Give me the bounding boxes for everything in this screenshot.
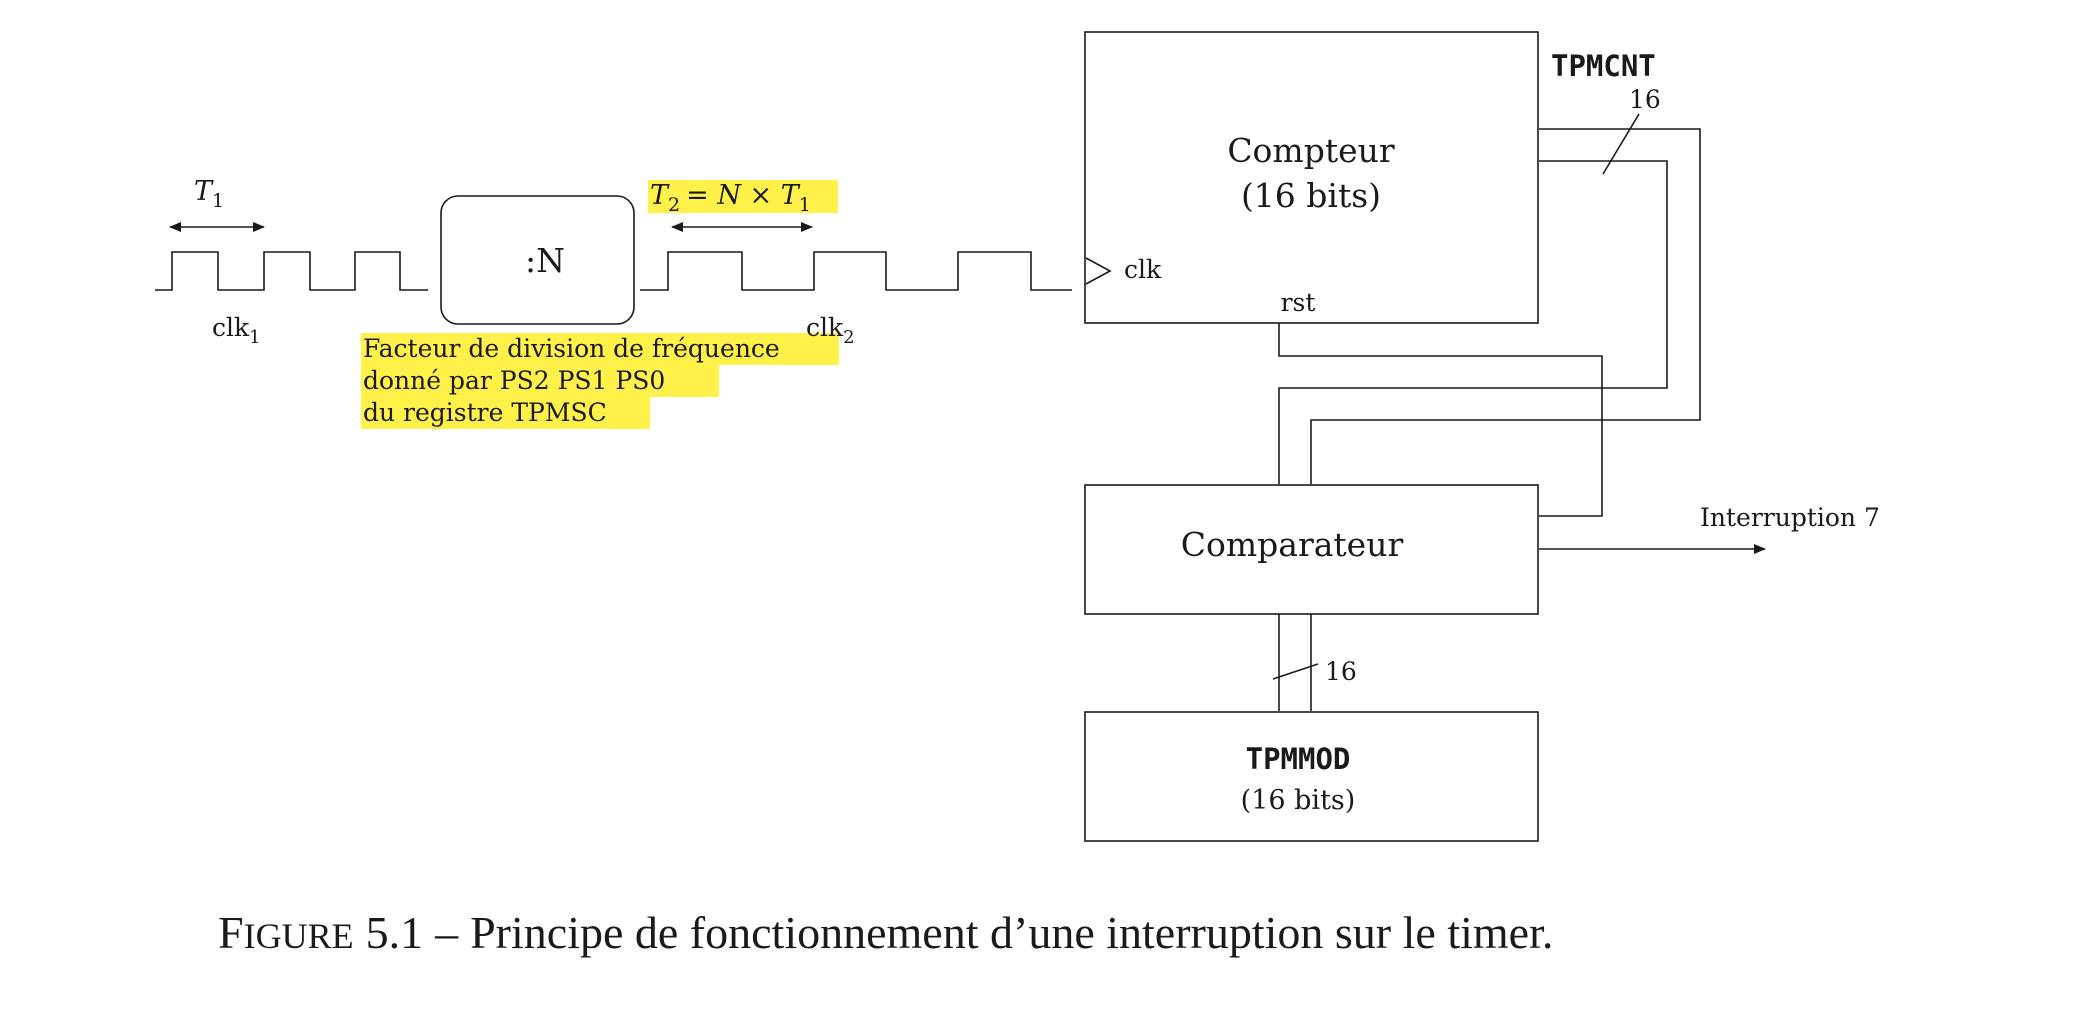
counter-bus-width-slash — [1602, 113, 1640, 175]
caption-prefix-initial: F — [218, 907, 244, 958]
counter-clk-pin-label: clk — [1124, 255, 1162, 284]
reset-feedback-wire — [1278, 323, 1603, 517]
modulo-block — [1084, 711, 1539, 842]
counter-bus-outer-wire — [1310, 128, 1701, 484]
modulo-bus-width-slash — [1272, 663, 1319, 680]
modulo-subtitle: (16 bits) — [1241, 785, 1356, 816]
caption-text: Principe de fonctionnement d’une interru… — [470, 907, 1553, 958]
clk1-period-label: T1 — [194, 176, 224, 212]
counter-register-name: TPMCNT — [1551, 49, 1656, 83]
caption-dash: – — [434, 907, 459, 958]
clk2-group: T2= N × T1 clk2 — [640, 180, 1072, 348]
figure-caption: FIGURE 5.1–Principe de fonctionnement d’u… — [218, 907, 1553, 958]
clk1-group: T1 clk1 — [155, 176, 428, 348]
counter-title-line-1: Compteur — [1227, 131, 1395, 170]
divider-note-line-2: donné par PS2 PS1 PS0 — [363, 366, 665, 395]
divider-block — [440, 195, 635, 325]
interrupt-output-label: Interruption 7 — [1700, 503, 1880, 532]
counter-clk-pin-triangle — [1085, 257, 1112, 285]
caption-number: 5.1 — [366, 907, 424, 958]
modulo-register-name: TPMMOD — [1246, 742, 1351, 776]
clk2-label: clk2 — [806, 313, 855, 348]
counter-rst-pin-label: rst — [1281, 288, 1316, 317]
counter-bus-inner-wire — [1278, 160, 1668, 484]
clk2-period-label: T2= N × T1 — [650, 180, 811, 216]
clk1-waveform — [155, 251, 428, 291]
counter-title-line-2: (16 bits) — [1241, 176, 1381, 215]
counter-block — [1084, 31, 1539, 324]
divider-note: Facteur de division de fréquence donné p… — [361, 333, 839, 429]
clk2-waveform — [640, 251, 1072, 291]
clk2-period-highlight — [648, 180, 838, 213]
divider-label: :N — [525, 241, 565, 280]
divider-note-highlight-3 — [361, 397, 650, 429]
comparator-label: Comparateur — [1181, 525, 1404, 564]
comparator-block — [1084, 484, 1539, 615]
caption-prefix-smallcaps: IGURE — [244, 916, 354, 956]
divider-note-line-3: du registre TPMSC — [363, 398, 607, 427]
divider-note-line-1: Facteur de division de fréquence — [363, 334, 780, 363]
divider-note-highlight-2 — [361, 365, 719, 397]
clk1-label: clk1 — [212, 313, 261, 348]
modulo-bus-width: 16 — [1325, 657, 1357, 686]
divider-note-highlight-1 — [361, 333, 839, 365]
counter-bus-width: 16 — [1629, 85, 1661, 114]
